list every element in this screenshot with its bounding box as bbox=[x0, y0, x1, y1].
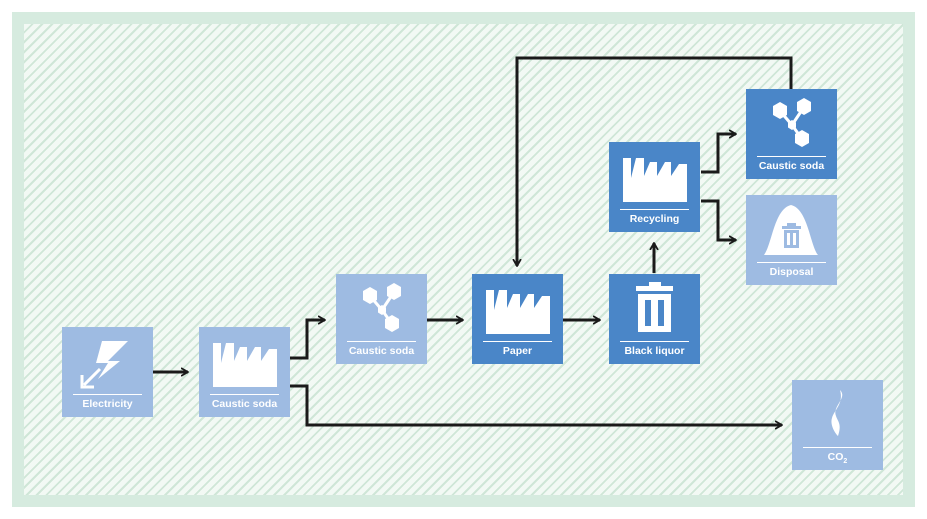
label-divider bbox=[803, 447, 872, 448]
edge-caustic-soda-plant-to-co2 bbox=[290, 384, 783, 430]
node-label: Caustic soda bbox=[348, 345, 415, 357]
node-label: Caustic soda bbox=[758, 160, 825, 172]
node-label: Recycling bbox=[629, 213, 680, 225]
node-co2: CO2 bbox=[792, 380, 883, 470]
node-black-liquor: Black liquor bbox=[609, 274, 700, 364]
molecule-icon bbox=[363, 283, 401, 332]
co2-label-subscript: 2 bbox=[843, 458, 848, 466]
edge-caustic-soda-recycled-to-paper bbox=[512, 56, 793, 267]
factory-icon bbox=[213, 343, 277, 387]
landfill-icon bbox=[764, 205, 818, 255]
label-divider bbox=[483, 341, 552, 342]
factory-icon bbox=[623, 158, 687, 202]
node-label: Paper bbox=[502, 345, 533, 357]
node-label: CO2 bbox=[792, 451, 883, 465]
node-recycling: Recycling bbox=[609, 142, 700, 232]
molecule-icon bbox=[773, 98, 811, 147]
label-divider bbox=[620, 209, 689, 210]
node-label: Electricity bbox=[82, 398, 133, 410]
factory-icon bbox=[486, 290, 550, 334]
node-label: Caustic soda bbox=[211, 398, 278, 410]
node-caustic-soda-plant: Caustic soda bbox=[199, 327, 290, 417]
label-divider bbox=[620, 341, 689, 342]
node-label: Black liquor bbox=[624, 345, 685, 357]
label-divider bbox=[757, 262, 826, 263]
node-label: Disposal bbox=[769, 266, 814, 278]
node-electricity: Electricity bbox=[62, 327, 153, 417]
node-caustic-soda-mid: Caustic soda bbox=[336, 274, 427, 364]
electricity-icon bbox=[80, 341, 128, 389]
label-divider bbox=[757, 156, 826, 157]
trash-bin-icon bbox=[636, 282, 673, 332]
edge-recycling-to-disposal bbox=[701, 199, 737, 245]
node-disposal: Disposal bbox=[746, 195, 837, 285]
edge-caustic-soda-plant-to-caustic-soda-mid bbox=[290, 315, 326, 360]
node-paper: Paper bbox=[472, 274, 563, 364]
co2-label-text: CO bbox=[827, 451, 844, 463]
smoke-icon bbox=[831, 390, 843, 436]
node-caustic-soda-recycled: Caustic soda bbox=[746, 89, 837, 179]
label-divider bbox=[73, 394, 142, 395]
label-divider bbox=[210, 394, 279, 395]
edge-recycling-to-caustic-soda-recycled bbox=[701, 129, 737, 174]
label-divider bbox=[347, 341, 416, 342]
